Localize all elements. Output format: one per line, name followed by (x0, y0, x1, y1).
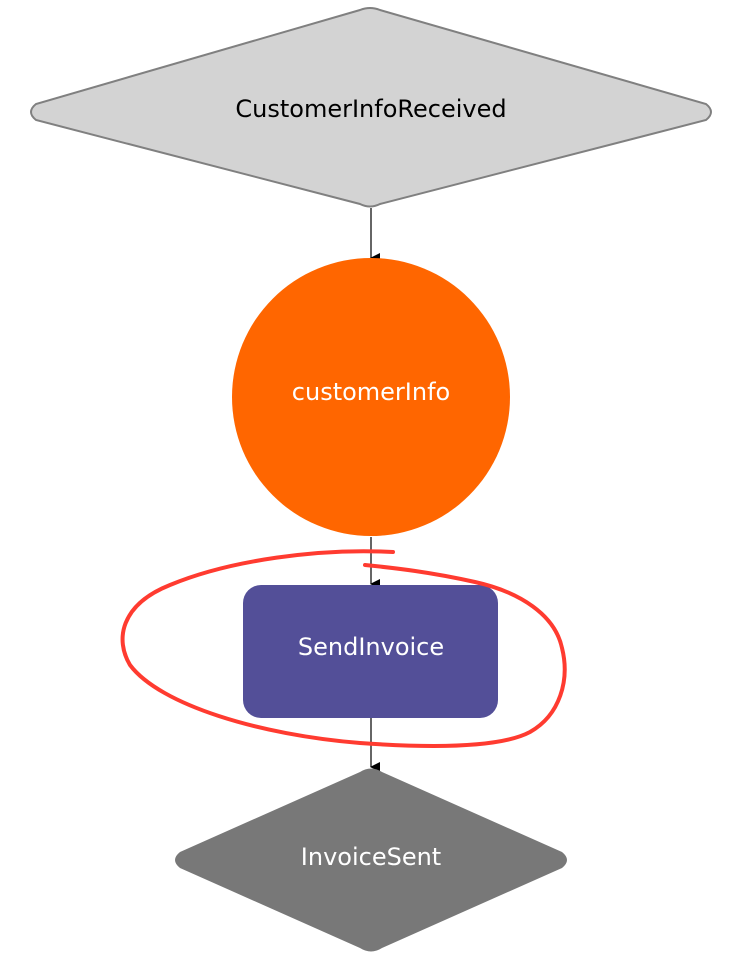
circle-shape (232, 258, 510, 536)
node-customer-info[interactable]: customerInfo (232, 258, 510, 536)
node-label-customer-info-received: CustomerInfoReceived (235, 95, 506, 123)
highlight-annotation-circle (120, 549, 567, 748)
rounded-rectangle-shape (243, 585, 498, 718)
node-label-customer-info: customerInfo (292, 378, 450, 406)
node-send-invoice[interactable]: SendInvoice (243, 585, 498, 718)
diamond-shape (175, 768, 567, 952)
node-label-send-invoice: SendInvoice (298, 633, 444, 661)
node-invoice-sent[interactable]: InvoiceSent (175, 768, 567, 952)
diamond-shape (30, 7, 712, 208)
node-customer-info-received[interactable]: CustomerInfoReceived (30, 7, 712, 208)
node-label-invoice-sent: InvoiceSent (301, 843, 441, 871)
